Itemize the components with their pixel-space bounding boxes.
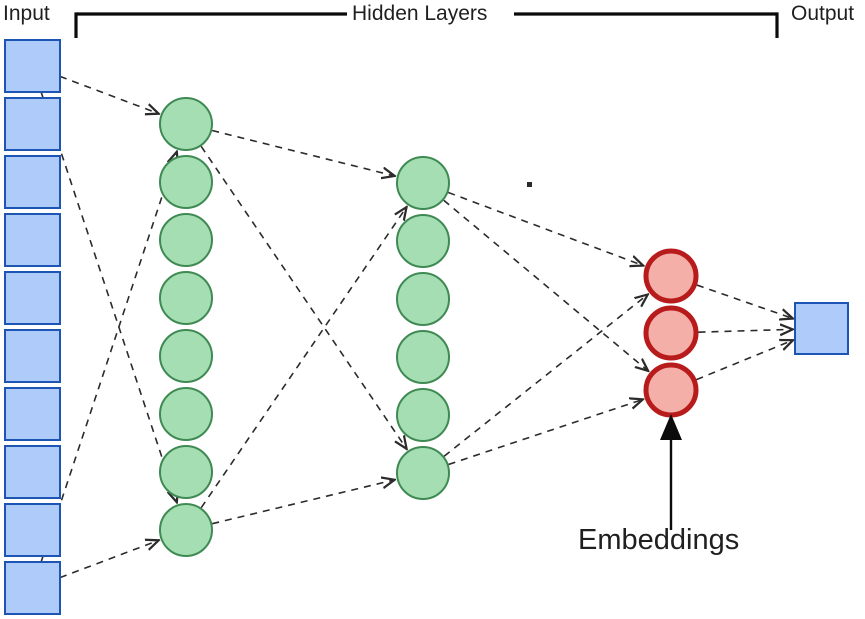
node-input-6: [4, 387, 61, 441]
node-embeddings-2: [643, 362, 699, 418]
edge-input0-to-hidden-17: [40, 91, 176, 502]
edge-hidden-17-to-hidden-25: [212, 480, 394, 525]
annotation-arrow-head: [660, 414, 682, 440]
node-hidden-2-5: [396, 446, 450, 500]
node-hidden-1-1: [159, 155, 213, 209]
edge-hidden-10-to-hidden-25: [200, 145, 406, 448]
edge-hidden-20-to-embeddings2: [443, 199, 648, 370]
node-output-0: [794, 302, 849, 355]
edge-hidden-25-to-embeddings0: [443, 295, 647, 457]
embeddings-annotation-arrow: [660, 414, 682, 530]
stray-mark-0: [527, 182, 532, 187]
node-hidden-1-7: [159, 503, 213, 557]
edge-hidden-25-to-embeddings2: [448, 400, 642, 466]
edge-hidden-20-to-embeddings0: [447, 191, 642, 265]
edge-hidden-17-to-hidden-20: [200, 208, 406, 509]
node-input-7: [4, 445, 61, 499]
node-embeddings-1: [643, 305, 699, 361]
node-input-0: [4, 39, 61, 93]
node-embeddings-0: [643, 248, 699, 304]
output-label: Output: [791, 2, 855, 25]
node-hidden-2-0: [396, 156, 450, 210]
node-input-8: [4, 503, 61, 557]
node-hidden-2-2: [396, 272, 450, 326]
edge-embeddings0-to-output0: [696, 284, 792, 318]
edge-input9-to-hidden-17: [59, 541, 158, 579]
edge-embeddings1-to-output0: [698, 329, 792, 332]
node-hidden-2-4: [396, 388, 450, 442]
embeddings-label: Embeddings: [578, 524, 740, 556]
node-hidden-1-4: [159, 329, 213, 383]
node-input-4: [4, 271, 61, 325]
hidden-layers-bracket: [74, 12, 779, 38]
node-hidden-1-6: [159, 445, 213, 499]
node-hidden-1-2: [159, 213, 213, 267]
network-edges: [40, 75, 792, 579]
node-hidden-2-3: [396, 330, 450, 384]
node-input-1: [4, 97, 61, 151]
node-hidden-2-1: [396, 214, 450, 268]
network-nodes: [4, 39, 849, 615]
node-hidden-1-3: [159, 271, 213, 325]
node-input-9: [4, 561, 61, 615]
node-input-3: [4, 213, 61, 267]
node-input-2: [4, 155, 61, 209]
edge-embeddings2-to-output0: [696, 340, 792, 381]
hidden-layers-label: Hidden Layers: [352, 2, 488, 25]
stray-marks: [527, 182, 532, 187]
edge-input9-to-hidden-10: [40, 152, 176, 563]
node-hidden-1-5: [159, 387, 213, 441]
node-hidden-1-0: [159, 97, 213, 151]
input-label: Input: [3, 2, 50, 25]
edge-hidden-10-to-hidden-20: [212, 129, 394, 176]
edge-input0-to-hidden-10: [59, 75, 158, 113]
node-input-5: [4, 329, 61, 383]
